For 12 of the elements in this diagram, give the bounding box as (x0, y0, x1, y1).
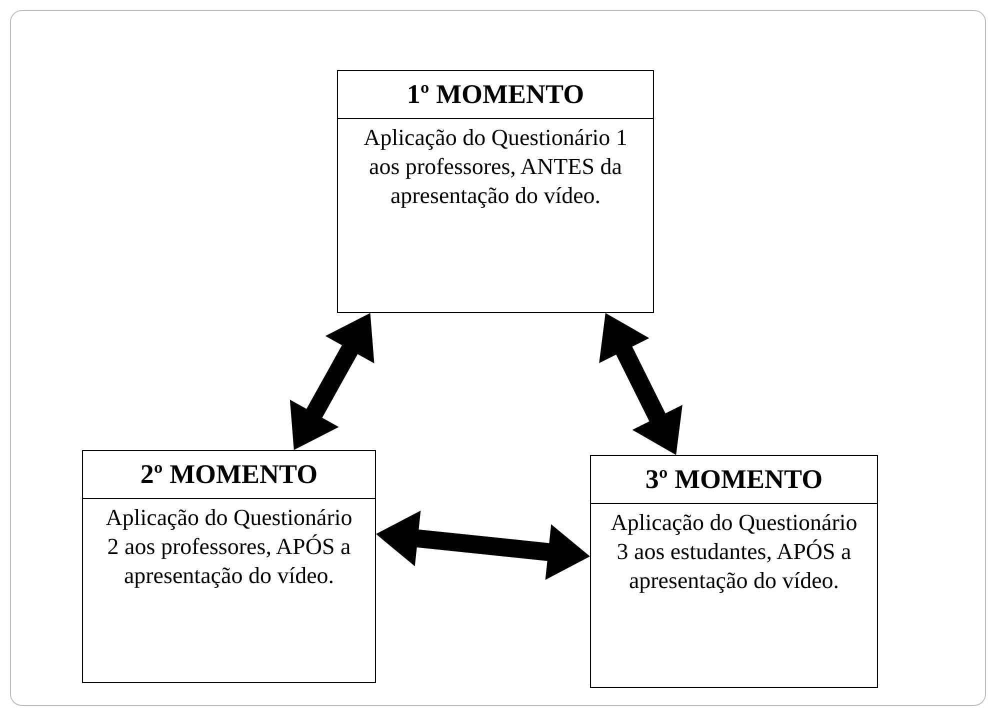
box-heading: 1º MOMENTO (406, 79, 584, 110)
box-heading: 3º MOMENTO (645, 464, 823, 495)
process-box (82, 450, 376, 683)
double-arrow (376, 510, 590, 580)
box-heading: 2º MOMENTO (140, 459, 318, 490)
double-arrow (599, 313, 682, 455)
box-text: Aplicação do Questionário 3 aos estudantes, APÓS a apresentação do vídeo. (610, 509, 858, 595)
box-text: Aplicação do Questionário 1 aos professores, ANTES da apresentação do vídeo. (362, 124, 628, 210)
double-arrow (290, 313, 374, 450)
process-box (590, 455, 878, 688)
process-box (337, 70, 654, 313)
box-text: Aplicação do Questionário 2 aos professores, APÓS a apresentação do vídeo. (104, 504, 354, 590)
